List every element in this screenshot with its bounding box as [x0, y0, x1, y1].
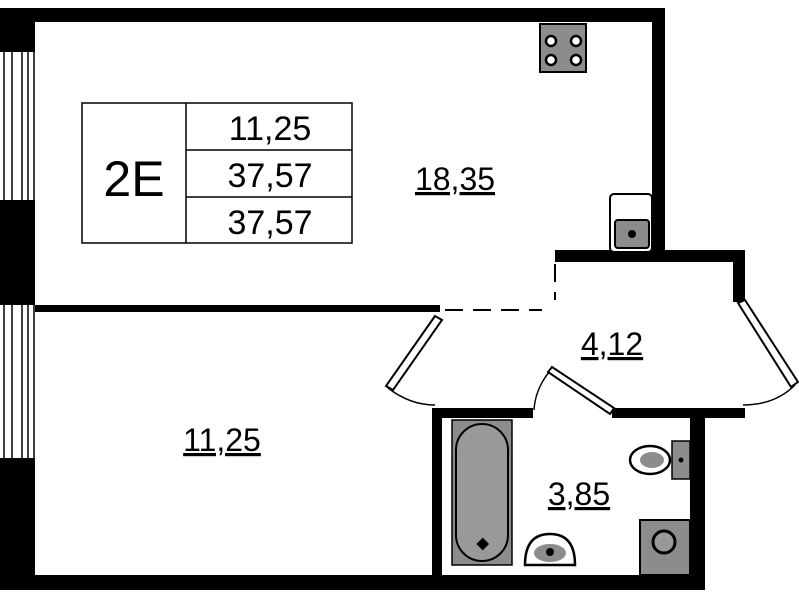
area-bedroom: 11,25 — [183, 422, 261, 458]
bottom-wall — [0, 575, 705, 590]
entrance-door-right — [736, 298, 799, 406]
toilet-icon — [628, 440, 691, 480]
area-kitchen-living: 18,35 — [415, 161, 495, 197]
window-bottom — [3, 305, 35, 458]
hall-right-wall — [733, 250, 745, 302]
kitchen-right-wall — [652, 8, 665, 262]
entrance-door-left — [384, 314, 444, 406]
bath-top-wall — [432, 408, 533, 418]
washing-machine-icon — [639, 519, 691, 576]
hall-bottom-wall — [612, 408, 745, 418]
washbasin-icon — [523, 532, 577, 567]
zone-dashed-lines — [445, 264, 556, 311]
left-wall-bottom — [0, 458, 35, 590]
window-top — [3, 52, 35, 200]
bath-left-wall — [432, 408, 442, 590]
bath-right-wall — [690, 408, 705, 590]
area-bathroom: 3,85 — [548, 476, 610, 512]
summary-table — [81, 102, 353, 244]
summary-value-3: 37,57 — [227, 204, 312, 242]
bathtub-icon — [451, 419, 513, 566]
walls — [0, 8, 745, 590]
kitchen-sink-icon — [609, 193, 653, 253]
summary-value-2: 37,57 — [227, 157, 312, 195]
left-wall-mid — [0, 200, 35, 305]
top-wall — [0, 8, 665, 22]
bathroom-door — [533, 365, 616, 416]
left-wall-top — [0, 8, 35, 52]
partition-wall — [35, 305, 440, 312]
area-hallway: 4,12 — [581, 326, 643, 362]
summary-value-1: 11,25 — [229, 110, 312, 148]
hall-top-wall — [555, 250, 745, 262]
apartment-code: 2E — [103, 151, 164, 207]
stove-icon — [539, 23, 587, 73]
